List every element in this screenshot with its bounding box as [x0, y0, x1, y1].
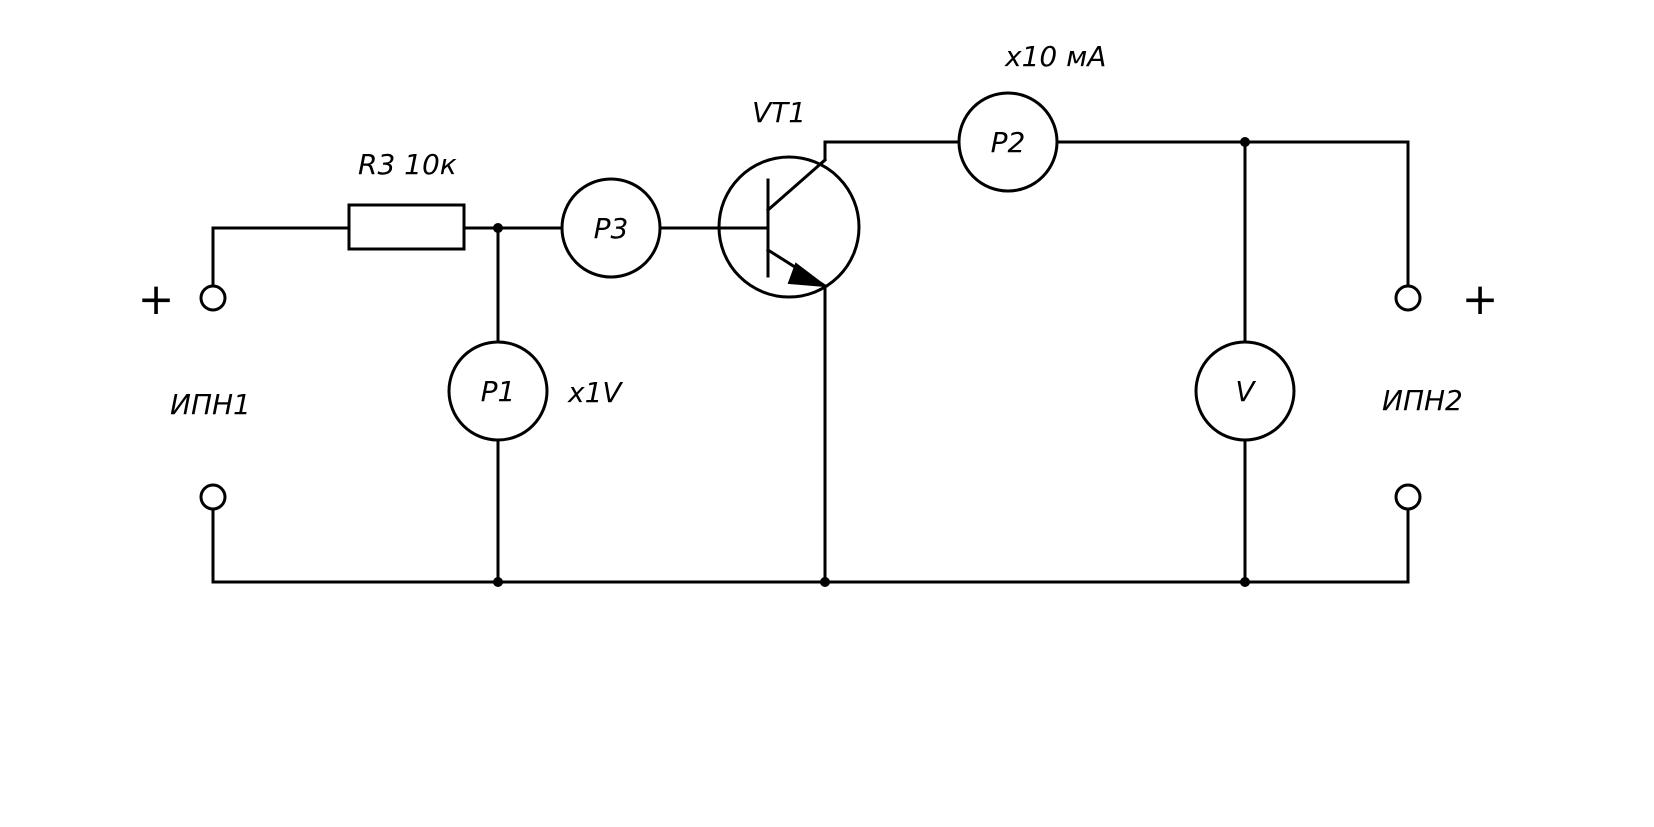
- meter-p3-circle: [560, 177, 662, 279]
- meter-p2: P2: [957, 91, 1059, 193]
- left-minus-terminal: [199, 483, 227, 511]
- right-plus-terminal: [1394, 284, 1422, 312]
- terminals: [199, 284, 1422, 511]
- left-plus-terminal: [199, 284, 227, 312]
- wire-ground-bus: [211, 508, 1410, 584]
- meter-p3-label: P3: [594, 212, 629, 245]
- junction-node: [1240, 577, 1250, 587]
- wire-p2-to-right: [1055, 140, 1410, 287]
- meter-p1: P1: [447, 340, 549, 442]
- right-source-label: ИПН2: [1382, 384, 1463, 417]
- transistor-vt1: [717, 155, 861, 299]
- resistor-label: R3 10к: [358, 148, 457, 181]
- junction-node: [820, 577, 830, 587]
- meter-p1-scale-label: x1V: [567, 376, 623, 409]
- voltmeter-label: V: [1235, 375, 1256, 408]
- junction-node: [493, 223, 503, 233]
- resistor-r3: [347, 203, 466, 251]
- meter-p1-circle: [447, 340, 549, 442]
- voltmeter: V: [1194, 340, 1296, 442]
- left-source-label: ИПН1: [170, 388, 251, 421]
- meter-p1-label: P1: [481, 375, 516, 408]
- meter-p3: P3: [560, 177, 662, 279]
- meter-p2-scale-label: x10 мА: [1004, 40, 1106, 73]
- left-plus-sign: +: [138, 274, 175, 325]
- junction-node: [493, 577, 503, 587]
- transistor-label: VT1: [752, 96, 806, 129]
- emitter-arrow-icon: [787, 262, 829, 288]
- meter-p2-circle: [957, 91, 1059, 193]
- right-minus-terminal: [1394, 483, 1422, 511]
- transistor-collector-lead: [765, 157, 828, 213]
- junctions: [493, 137, 1250, 587]
- voltmeter-circle: [1194, 340, 1296, 442]
- right-plus-sign: +: [1462, 274, 1499, 325]
- wire-left-terminal-to-resistor: [211, 226, 351, 287]
- meter-p2-label: P2: [991, 126, 1026, 159]
- junction-node: [1240, 137, 1250, 147]
